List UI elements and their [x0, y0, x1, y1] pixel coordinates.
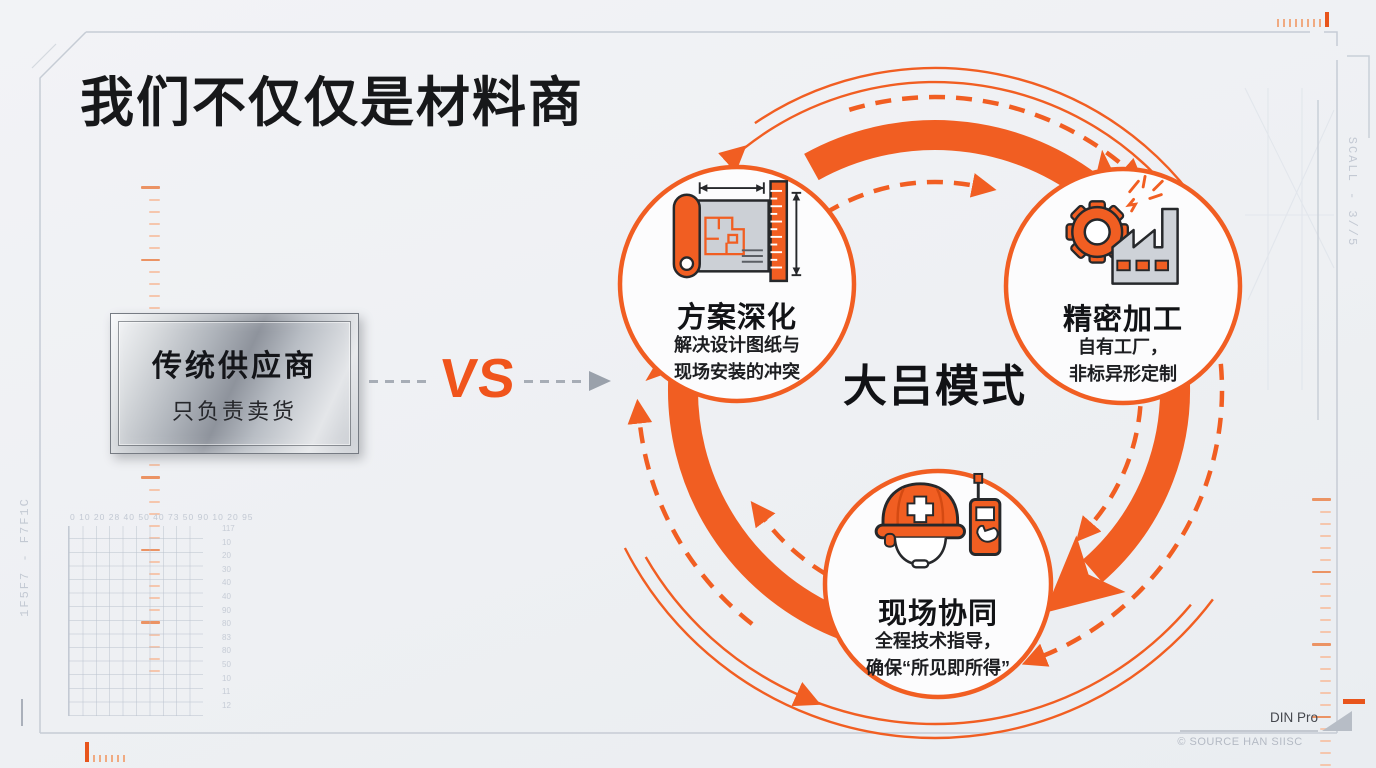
- grid-top-labels: 0 10 20 28 40 50 40 73 50 90 10 20 95: [70, 512, 254, 522]
- top-right-ticks: [1277, 12, 1329, 27]
- node-desc-onsite-line2: 确保“所见即所得”: [866, 658, 1010, 678]
- node-desc-design-line1: 解决设计图纸与: [674, 335, 800, 355]
- arrow-left: [645, 308, 854, 641]
- vs-arrowhead-icon: [589, 371, 611, 391]
- traditional-supplier-title: 传统供应商: [152, 350, 317, 383]
- traditional-supplier-plate: 传统供应商 只负责卖货: [110, 313, 359, 454]
- node-circle-machining: [1003, 166, 1243, 406]
- page-title: 我们不仅仅是材料商: [80, 73, 584, 133]
- vs-dash-left: [369, 380, 432, 383]
- bottom-left-ticks: [85, 742, 125, 762]
- cycle-center-label: 大吕模式: [843, 362, 1027, 411]
- node-desc-machining: 自有工厂， 非标异形定制: [1013, 334, 1233, 388]
- footer-divider: [1180, 730, 1318, 732]
- node-desc-onsite-line1: 全程技术指导，: [875, 631, 1001, 651]
- footer-orange-dash: [1343, 699, 1365, 704]
- node-desc-design-line2: 现场安装的冲突: [674, 362, 800, 382]
- frame-border: [39, 31, 1338, 734]
- font-note: DIN Pro: [1269, 710, 1318, 725]
- left-vertical-label: 1F5F7 - F7F1C: [18, 497, 32, 617]
- node-title-design: 方案深化: [676, 302, 797, 334]
- footer-triangle-icon: [1322, 711, 1352, 731]
- blueprint-grid: [68, 526, 203, 716]
- node-desc-machining-line2: 非标异形定制: [1069, 364, 1177, 384]
- node-title-machining: 精密加工: [1062, 304, 1183, 336]
- vs-label: VS: [437, 347, 519, 409]
- vs-dash-right: [524, 380, 588, 383]
- node-desc-onsite: 全程技术指导， 确保“所见即所得”: [828, 628, 1048, 682]
- traditional-supplier-subtitle: 只负责卖货: [171, 399, 297, 424]
- arrow-top: [804, 120, 1140, 225]
- side-bracket-lines: [1317, 55, 1370, 420]
- right-ruler-ticks: [1312, 498, 1331, 766]
- node-desc-design: 解决设计图纸与 现场安装的冲突: [627, 332, 847, 386]
- node-title-onsite: 现场协同: [877, 598, 998, 630]
- copyright-note: © SOURCE HAN SIISC: [1177, 736, 1303, 748]
- node-desc-machining-line1: 自有工厂，: [1078, 337, 1168, 357]
- corner-grid-lines: [1244, 87, 1335, 390]
